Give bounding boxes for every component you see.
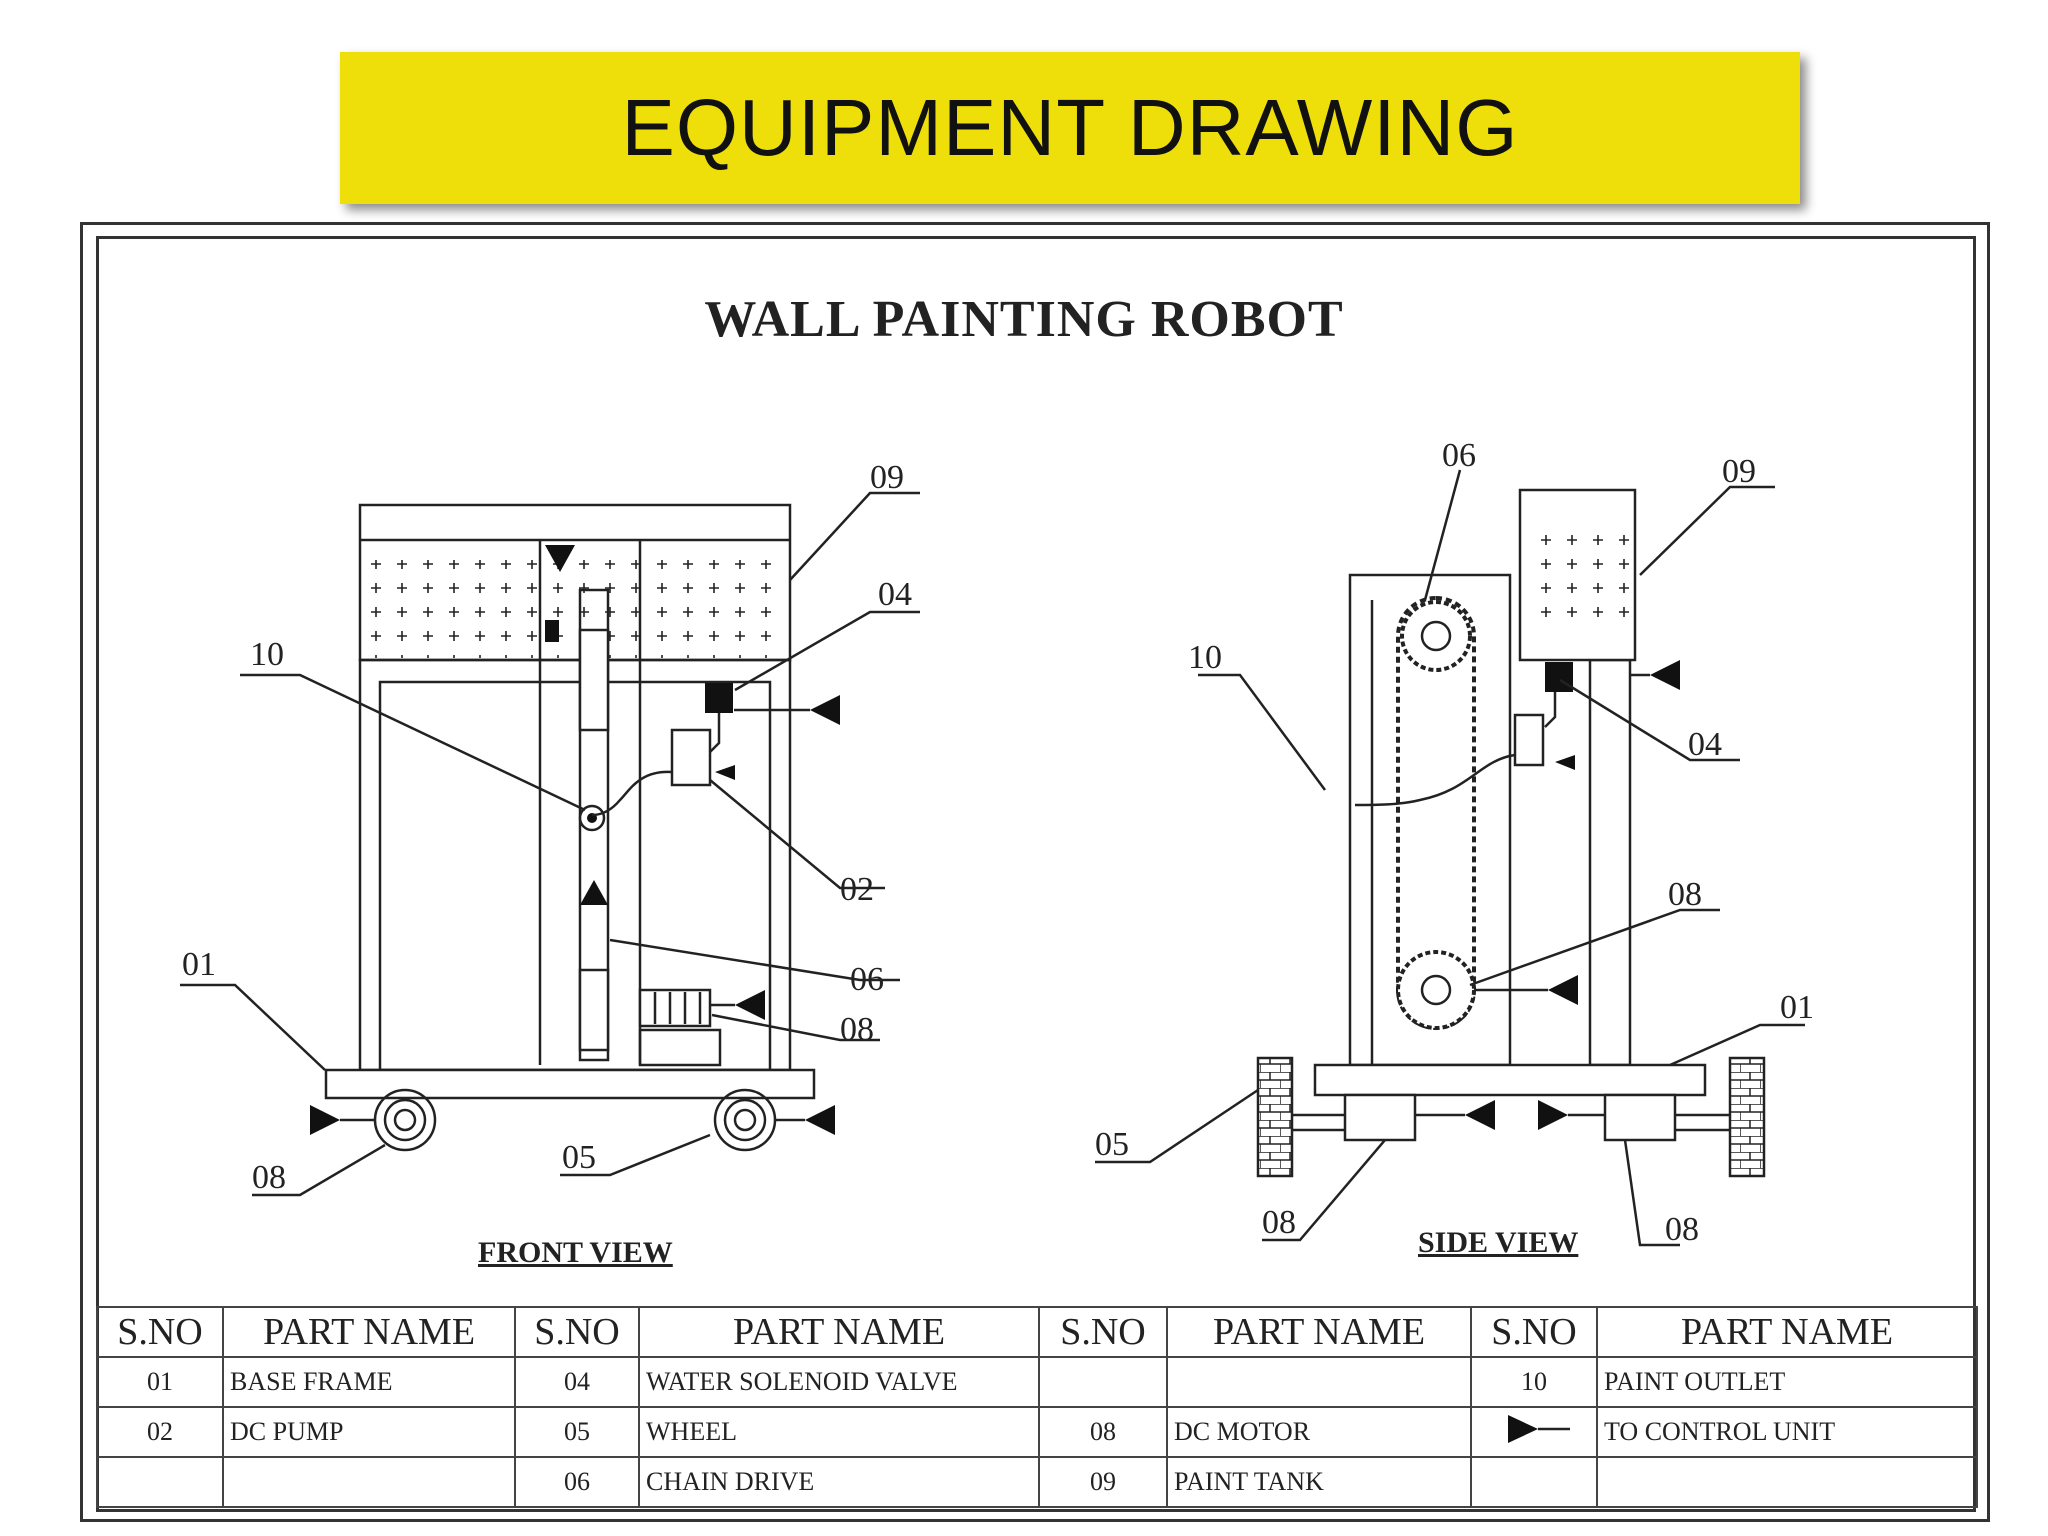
header-part-name: PART NAME	[638, 1306, 1040, 1358]
side-solenoid-valve	[1545, 662, 1573, 692]
drawing-sheet-border	[80, 222, 1990, 1522]
control-arrow-icon	[310, 1105, 340, 1135]
callout-08-motor-left: 08	[1262, 1204, 1296, 1241]
front-wheel-left	[373, 1088, 437, 1152]
callout-04: 04	[1688, 726, 1722, 763]
side-base-plate	[1313, 1063, 1707, 1097]
side-dc-pump	[1513, 713, 1545, 767]
control-arrow-icon	[805, 1105, 835, 1135]
callout-02: 02	[840, 871, 874, 908]
callout-05: 05	[562, 1139, 596, 1176]
arrow-triangle-icon	[1508, 1414, 1570, 1443]
callout-08: 08	[1668, 876, 1702, 913]
cell-sno	[96, 1456, 224, 1508]
callout-06: 06	[850, 961, 884, 998]
cell-sno: 10	[1470, 1356, 1598, 1408]
header-sno: S.NO	[96, 1306, 224, 1358]
cell-part-name: BASE FRAME	[222, 1356, 516, 1408]
front-solenoid-valve	[705, 683, 733, 713]
callout-01: 01	[1780, 989, 1814, 1026]
header-part-name: PART NAME	[222, 1306, 516, 1358]
front-dc-motor	[638, 988, 712, 1028]
callout-09: 09	[870, 459, 904, 496]
header-sno: S.NO	[1038, 1306, 1168, 1358]
callout-04: 04	[878, 576, 912, 613]
table-row: 02 DC PUMP 05 WHEEL 08 DC MOTOR TO CONTR…	[96, 1406, 1978, 1458]
cell-sno: 09	[1038, 1456, 1168, 1508]
control-arrow-icon	[1650, 660, 1680, 690]
side-dc-motor-right	[1603, 1093, 1677, 1142]
drawing-title: WALL PAINTING ROBOT	[704, 291, 1344, 348]
control-arrow-icon	[810, 695, 840, 725]
cell-part-name: DC MOTOR	[1166, 1406, 1472, 1458]
front-callouts: 09 04 10 02 06 08 01 08 05 FRONT VIEW	[182, 459, 912, 1269]
table-row: 06 CHAIN DRIVE 09 PAINT TANK	[96, 1456, 1978, 1508]
front-view-label: FRONT VIEW	[478, 1236, 673, 1269]
header-sno: S.NO	[1470, 1306, 1598, 1358]
header-part-name: PART NAME	[1166, 1306, 1472, 1358]
cell-part-name: TO CONTROL UNIT	[1596, 1406, 1978, 1458]
cell-part-name: CHAIN DRIVE	[638, 1456, 1040, 1508]
cell-part-name	[222, 1456, 516, 1508]
callout-08-wheel: 08	[252, 1159, 286, 1196]
callout-08-motor-right: 08	[1665, 1211, 1699, 1248]
callout-10: 10	[1188, 639, 1222, 676]
cell-sno: 02	[96, 1406, 224, 1458]
front-base-frame	[358, 658, 792, 1072]
title-banner: EQUIPMENT DRAWING	[340, 52, 1800, 204]
callout-01: 01	[182, 946, 216, 983]
parts-table: S.NO PART NAME S.NO PART NAME S.NO PART …	[96, 1306, 1978, 1508]
control-arrow-icon	[715, 765, 735, 780]
side-wheel-left	[1256, 1056, 1294, 1178]
side-dc-motor-left	[1343, 1093, 1417, 1142]
side-callouts: 06 09 10 04 08 01 05 08 08 SIDE VIEW	[1095, 437, 1814, 1259]
cell-part-name	[1596, 1456, 1978, 1508]
cell-sno	[1038, 1356, 1168, 1408]
front-wheel-right	[713, 1088, 777, 1152]
front-dc-pump	[670, 728, 712, 787]
cell-part-name: WHEEL	[638, 1406, 1040, 1458]
cell-legend-symbol	[1470, 1406, 1598, 1458]
cell-sno: 04	[514, 1356, 640, 1408]
side-view-label: SIDE VIEW	[1418, 1226, 1578, 1259]
control-arrow-icon	[1548, 975, 1578, 1005]
front-view	[180, 491, 920, 1197]
cell-part-name: DC PUMP	[222, 1406, 516, 1458]
cell-part-name: WATER SOLENOID VALVE	[638, 1356, 1040, 1408]
side-view	[1095, 469, 1805, 1247]
table-header-row: S.NO PART NAME S.NO PART NAME S.NO PART …	[96, 1306, 1978, 1358]
front-paint-tank-fill	[365, 560, 785, 658]
header-part-name: PART NAME	[1596, 1306, 1978, 1358]
cell-part-name: PAINT TANK	[1166, 1456, 1472, 1508]
header-sno: S.NO	[514, 1306, 640, 1358]
level-marker	[545, 545, 575, 572]
control-arrow-icon	[735, 990, 765, 1020]
cell-sno: 05	[514, 1406, 640, 1458]
cell-sno: 06	[514, 1456, 640, 1508]
control-arrow-icon	[1465, 1100, 1495, 1130]
cell-sno: 01	[96, 1356, 224, 1408]
cell-sno: 08	[1038, 1406, 1168, 1458]
callout-10: 10	[250, 636, 284, 673]
control-arrow-icon	[1538, 1100, 1568, 1130]
callout-08: 08	[840, 1011, 874, 1048]
drawing-sheet-inner-border	[96, 236, 1976, 1512]
side-wheel-right	[1728, 1056, 1766, 1178]
callout-09: 09	[1722, 453, 1756, 490]
cell-part-name	[1166, 1356, 1472, 1408]
table-row: 01 BASE FRAME 04 WATER SOLENOID VALVE 10…	[96, 1356, 1978, 1408]
banner-title: EQUIPMENT DRAWING	[621, 83, 1519, 172]
control-arrow-icon	[1555, 755, 1575, 770]
callout-06: 06	[1442, 437, 1476, 474]
cell-sno	[1470, 1456, 1598, 1508]
cell-part-name: PAINT OUTLET	[1596, 1356, 1978, 1408]
front-base-plate	[324, 1068, 816, 1100]
callout-05: 05	[1095, 1126, 1129, 1163]
